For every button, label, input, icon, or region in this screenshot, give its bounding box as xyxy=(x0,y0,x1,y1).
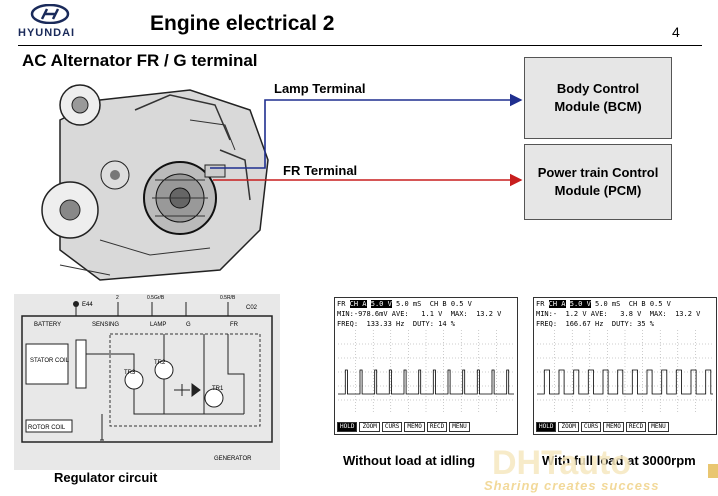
record-button[interactable]: RECD xyxy=(426,422,448,432)
rotor-coil-label: ROTOR COIL xyxy=(28,425,66,431)
page-title: Engine electrical 2 xyxy=(150,12,335,35)
lamp-terminal-label: Lamp Terminal xyxy=(274,81,366,96)
memo-button[interactable]: MEMO xyxy=(603,422,624,432)
pcm-module-box: Power train Control Module (PCM) xyxy=(524,144,672,220)
scope-freq-row: FREQ: 133.33 Hz DUTY: 14 % xyxy=(337,320,456,328)
bcm-label-line2: Module (BCM) xyxy=(554,99,642,114)
scope-channel-fr: FR xyxy=(536,300,549,308)
fr-terminal-label: FR Terminal xyxy=(283,163,358,178)
generator-label: GENERATOR xyxy=(214,456,252,462)
section-subtitle: AC Alternator FR / G terminal xyxy=(22,51,258,70)
scope-volts-div: 5.0 V xyxy=(569,300,591,308)
tr1-label: TR1 xyxy=(212,386,224,392)
regulator-caption: Regulator circuit xyxy=(54,470,158,485)
scope-button-row: HOLD ZOOM CURS MEMO RECD MENU xyxy=(536,422,669,432)
c02-label: C02 xyxy=(246,305,258,311)
waveform-trace xyxy=(537,369,713,395)
hold-button[interactable]: HOLD xyxy=(337,422,358,432)
watermark-brand: DHTauto xyxy=(492,444,631,482)
scope-timebase: 5.0 mS CH B 0.5 V xyxy=(391,300,472,308)
wire-label-2: 0.5Gr/B xyxy=(147,295,165,301)
scope-timebase: 5.0 mS CH B 0.5 V xyxy=(590,300,671,308)
memo-button[interactable]: MEMO xyxy=(404,422,425,432)
oscilloscope-full-load: FR CH A 5.0 V 5.0 mS CH B 0.5 V MIN:- 1.… xyxy=(533,297,717,435)
hyundai-logo-icon xyxy=(30,4,70,24)
scope-waveform-1 xyxy=(338,330,514,414)
tr2-label: TR2 xyxy=(154,360,166,366)
g-pin-label: G xyxy=(186,322,191,328)
zoom-button[interactable]: ZOOM xyxy=(359,422,380,432)
scope-minmax-row: MIN:-978.6mV AVE: 1.1 V MAX: 13.2 V xyxy=(337,310,502,318)
wire-label-3: 0.5R/B xyxy=(220,295,236,301)
watermark-tagline: Sharing creates success xyxy=(484,478,660,493)
e44-label: E44 xyxy=(82,302,93,308)
fr-pin-label: FR xyxy=(230,322,239,328)
battery-label: BATTERY xyxy=(34,322,61,328)
bcm-label-line1: Body Control xyxy=(556,81,640,96)
sensing-label: SENSING xyxy=(92,322,119,328)
scope-volts-div: 5.0 V xyxy=(370,300,392,308)
zoom-button[interactable]: ZOOM xyxy=(558,422,579,432)
bcm-module-box: Body Control Module (BCM) xyxy=(524,57,672,139)
scope-header-row: FR CH A 5.0 V 5.0 mS CH B 0.5 V xyxy=(536,300,671,309)
scope-grid-lines xyxy=(537,330,713,414)
scope-waveform-2 xyxy=(537,330,713,414)
alternator-engine-illustration xyxy=(40,80,272,285)
lamp-pin-label: LAMP xyxy=(150,322,166,328)
brand-name: HYUNDAI xyxy=(18,27,76,39)
stator-coil-label: STATOR COIL xyxy=(30,358,70,364)
pcm-label-line2: Module (PCM) xyxy=(554,183,642,198)
waveform-trace xyxy=(338,369,514,395)
scope-grid-lines xyxy=(338,330,514,414)
cursor-button[interactable]: CURS xyxy=(381,422,403,432)
cursor-button[interactable]: CURS xyxy=(580,422,602,432)
scope-2-caption: With full load at 3000rpm xyxy=(542,453,696,468)
menu-button[interactable]: MENU xyxy=(449,422,470,432)
scope-channel-a: CH A xyxy=(548,300,566,308)
record-button[interactable]: RECD xyxy=(625,422,647,432)
scope-button-row: HOLD ZOOM CURS MEMO RECD MENU xyxy=(337,422,470,432)
scope-freq-row: FREQ: 166.67 Hz DUTY: 35 % xyxy=(536,320,655,328)
page-number: 4 xyxy=(672,24,680,40)
scope-1-caption: Without load at idling xyxy=(343,453,476,468)
dhtauto-watermark-logo: DHTauto xyxy=(492,444,718,482)
scope-header-row: FR CH A 5.0 V 5.0 mS CH B 0.5 V xyxy=(337,300,472,309)
tr3-label: TR3 xyxy=(124,370,136,376)
menu-button[interactable]: MENU xyxy=(648,422,669,432)
oscilloscope-idle: FR CH A 5.0 V 5.0 mS CH B 0.5 V MIN:-978… xyxy=(334,297,518,435)
hold-button[interactable]: HOLD xyxy=(536,422,557,432)
scope-minmax-row: MIN:- 1.2 V AVE: 3.8 V MAX: 13.2 V xyxy=(536,310,701,318)
regulator-circuit-diagram: E44 2 0.5Gr/B 0.5R/B C02 BATTERY SENSING… xyxy=(14,294,280,470)
wire-label-1: 2 xyxy=(116,295,119,301)
title-divider xyxy=(18,45,702,46)
scope-channel-fr: FR xyxy=(337,300,350,308)
scope-channel-a: CH A xyxy=(349,300,367,308)
pcm-label-line1: Power train Control xyxy=(537,165,659,180)
